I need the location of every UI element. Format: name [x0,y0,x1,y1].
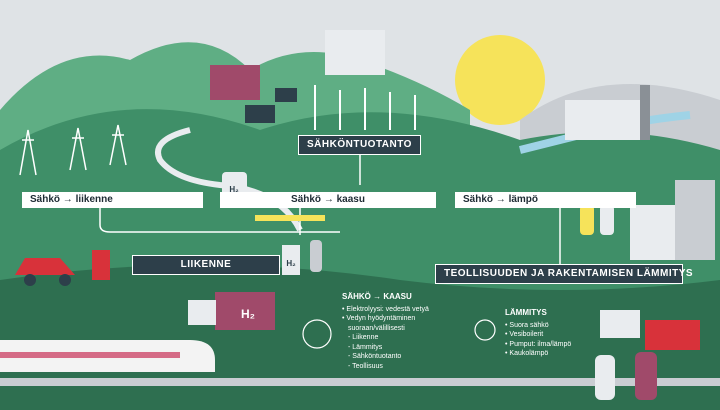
wind-turbines-icon [314,85,416,130]
worker-icon [580,205,594,235]
power-generation-label: SÄHKÖNTUOTANTO [298,135,421,155]
power-pylon-icon [19,124,127,176]
factory-icon [565,100,645,140]
bridge [0,378,720,386]
charging-station-icon [92,250,110,280]
hydrogen-pump-icon [282,245,300,275]
electric-car-icon [15,258,75,275]
flow-lines [99,150,561,265]
gas-info-item: - Liikenne [348,334,379,341]
gas-info-item: - Lämmitys [348,343,383,351]
hydrogen-symbol-tank: H₂ [229,185,239,194]
cloud-icon [302,319,332,349]
solar-panel-icon [275,88,297,102]
hydrogen-station-roof [255,215,325,221]
gas-info-item: • Vedyn hyödyntäminen [342,315,416,322]
gas-info-heading: SÄHKÖ → KAASU [342,292,412,301]
industry-heating-label: TEOLLISUUDEN JA RAKENTAMISEN LÄMMITYS [435,264,693,284]
house-icon [600,310,640,338]
heating-info-heading: LÄMMITYS [505,308,547,317]
house-icon [645,320,700,350]
heating-info-item: • Vesiboilerit [505,331,544,338]
person-icon [310,240,322,272]
sun-icon [455,35,545,125]
heating-info-item: • Suora sähkö [505,321,549,329]
chimney-icon [640,85,650,140]
nuclear-plant-icon [210,65,260,100]
ground-front [0,265,720,410]
gas-info-item: suoraan/välillisesti [348,324,405,332]
heat-icon [474,319,496,341]
power-to-gas-info: SÄHKÖ → KAASU • Elektrolyysi: vedestä ve… [342,292,429,371]
worker-icon [600,205,614,235]
power-to-gas-label: Sähkö → kaasu [220,192,436,208]
power-to-traffic-label: Sähkö → liikenne [22,192,203,208]
power-plant-icon [325,30,385,75]
power-to-heat-label: Sähkö → lämpö [455,192,636,208]
person-icon [595,355,615,400]
gas-info-item: - Sähköntuotanto [348,353,402,360]
heating-info-item: • Pumput: ilma/lämpö [505,340,572,348]
gas-info-item: - Teollisuus [348,362,383,370]
person-icon [635,352,657,400]
hydrogen-symbol-pump: H₂ [286,259,296,268]
heating-info-item: • Kaukolämpö [505,350,549,357]
city-buildings-icon [630,205,675,260]
traffic-label: LIIKENNE [132,255,280,275]
gas-info-item: • Elektrolyysi: vedestä vetyä [342,305,429,313]
heating-info: LÄMMITYS • Suora sähkö • Vesiboilerit • … [505,308,571,359]
hydrogen-truck-icon [215,292,275,330]
hydrogen-symbol-truck: H₂ [241,307,255,321]
city-buildings-icon [675,180,715,260]
solar-panel-icon [245,105,275,123]
